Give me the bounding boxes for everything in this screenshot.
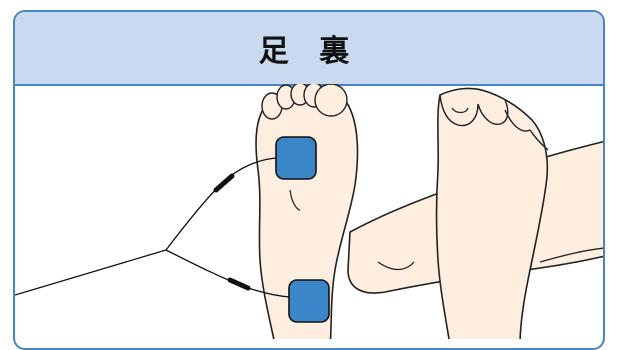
leg-crease xyxy=(377,261,415,271)
right-foot-nail xyxy=(451,107,469,114)
lead-wires xyxy=(15,157,291,298)
right-foot-toe-2 xyxy=(477,99,509,125)
left-foot-toes xyxy=(261,84,348,120)
panel-header: 足 裏 xyxy=(15,12,603,86)
panel-title: 足 裏 xyxy=(258,34,360,69)
illustration xyxy=(15,84,603,339)
right-foot-toe-1 xyxy=(439,94,479,127)
wire-connectors xyxy=(213,173,251,291)
electrode-pads xyxy=(275,136,330,323)
electrode-pad-upper xyxy=(275,136,317,180)
right-foot xyxy=(435,87,549,339)
sole-crease xyxy=(289,189,301,211)
electrode-pad-lower xyxy=(288,279,330,323)
right-foot-toe-3 xyxy=(504,109,531,132)
leg-crease-2 xyxy=(539,247,603,263)
right-foot-toe-4 xyxy=(529,129,549,151)
